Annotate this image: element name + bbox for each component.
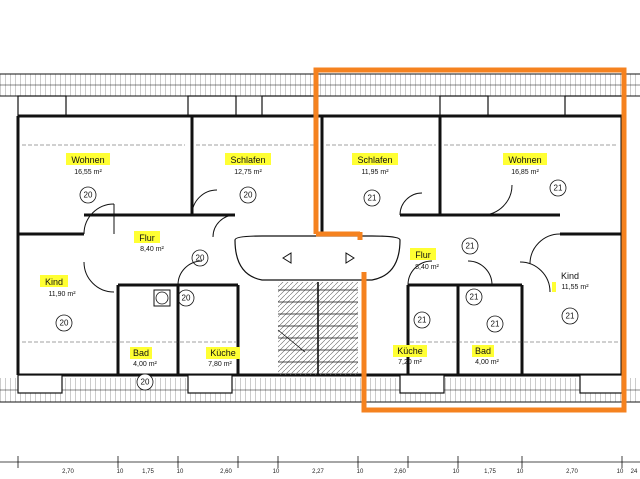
dimension-label: 10	[617, 469, 624, 475]
dimension-label: 2,60	[394, 469, 406, 475]
room-area: 7,80 m²	[208, 361, 232, 368]
room-name: Bad	[475, 346, 491, 356]
room-area: 11,55 m²	[561, 284, 589, 291]
roof-strip-bottom	[0, 378, 640, 403]
unit-number: 20	[60, 319, 69, 328]
triangle-right-icon	[345, 252, 355, 264]
unit-number: 21	[368, 194, 377, 203]
dimension-label: 2,60	[220, 469, 232, 475]
dimension-label: 2,70	[62, 469, 74, 475]
dimension-label: 1,75	[142, 469, 154, 475]
dimension-label: 10	[357, 469, 364, 475]
room-area: 8,40 m²	[415, 264, 439, 271]
room-name: Wohnen	[508, 155, 541, 165]
room-name: Küche	[210, 348, 236, 358]
dimension-labels: 2,70 10 1,75 10 2,60 10 2,27 10 2,60 10 …	[62, 469, 638, 475]
unit-number: 21	[470, 293, 479, 302]
room-left-schlafen: Schlafen 12,75 m² 20	[230, 155, 266, 204]
room-right-kind: Kind 11,55 m² 21	[561, 271, 589, 325]
dormers-bottom	[17, 374, 623, 394]
dimension-label: 10	[117, 469, 124, 475]
unit-number: 21	[466, 242, 475, 251]
room-name: Kind	[561, 271, 579, 281]
unit-number: 21	[566, 312, 575, 321]
room-area: 4,00 m²	[475, 359, 499, 366]
unit-number: 20	[141, 378, 150, 387]
room-left-flur: Flur 8,40 m² 20	[139, 233, 209, 267]
room-right-bad: Bad 4,00 m² 21	[475, 315, 504, 366]
unit-number: 21	[554, 184, 563, 193]
room-name: Schlafen	[357, 155, 392, 165]
room-left-kueche: Küche 7,80 m²	[208, 348, 236, 368]
dimension-label: 10	[177, 469, 184, 475]
interior-walls	[18, 116, 622, 375]
room-name: Schlafen	[230, 155, 265, 165]
room-area: 12,75 m²	[234, 169, 262, 176]
room-right-kueche: Küche 7,20 m² 21	[397, 311, 431, 366]
dimension-label: 2,27	[312, 469, 324, 475]
room-name: Flur	[415, 250, 431, 260]
room-left-bad: Bad 4,00 m² 20	[133, 348, 158, 391]
dimension-label: 10	[273, 469, 280, 475]
staircase-landing	[234, 235, 401, 281]
thin-lines	[22, 144, 618, 343]
highlight-outline	[313, 67, 627, 413]
unit-number: 21	[491, 320, 500, 329]
unit-number: 20	[196, 254, 205, 263]
room-left-kind: Kind 11,90 m² 20	[45, 277, 76, 332]
dimension-line	[0, 456, 640, 468]
room-area: 16,55 m²	[74, 169, 102, 176]
room-name: Flur	[139, 233, 155, 243]
room-area: 4,00 m²	[133, 361, 157, 368]
dimension-label: 1,75	[484, 469, 496, 475]
door-swings	[83, 184, 561, 293]
room-area: 11,95 m²	[361, 169, 389, 176]
room-left-wohnen: Wohnen 16,55 m² 20	[71, 155, 105, 204]
unit-number: 21	[418, 316, 427, 325]
room-right-flur: Flur 8,40 m² 21 21	[415, 237, 483, 306]
roof-strip-top	[0, 73, 640, 97]
unit-number: 20	[84, 191, 93, 200]
room-right-wohnen: Wohnen 16,85 m² 21	[508, 155, 567, 197]
unit-number: 20	[182, 294, 191, 303]
dimension-label: 10	[517, 469, 524, 475]
label-highlights	[40, 153, 556, 359]
dimension-label: 2,70	[566, 469, 578, 475]
dimension-label: 24	[631, 469, 638, 475]
room-name: Wohnen	[71, 155, 104, 165]
room-area: 7,20 m²	[398, 359, 422, 366]
room-name: Bad	[133, 348, 149, 358]
room-name: Kind	[45, 277, 63, 287]
dormers-top	[17, 95, 624, 117]
unit-number: 20	[244, 191, 253, 200]
triangle-left-icon	[282, 252, 292, 264]
room-area: 16,85 m²	[511, 169, 539, 176]
unit-marker-left-small: 20	[153, 289, 195, 307]
room-area: 11,90 m²	[48, 291, 76, 298]
staircase	[277, 282, 358, 375]
dimension-label: 10	[453, 469, 460, 475]
room-right-schlafen: Schlafen 11,95 m² 21	[357, 155, 393, 207]
room-area: 8,40 m²	[140, 246, 164, 253]
room-name: Küche	[397, 346, 423, 356]
